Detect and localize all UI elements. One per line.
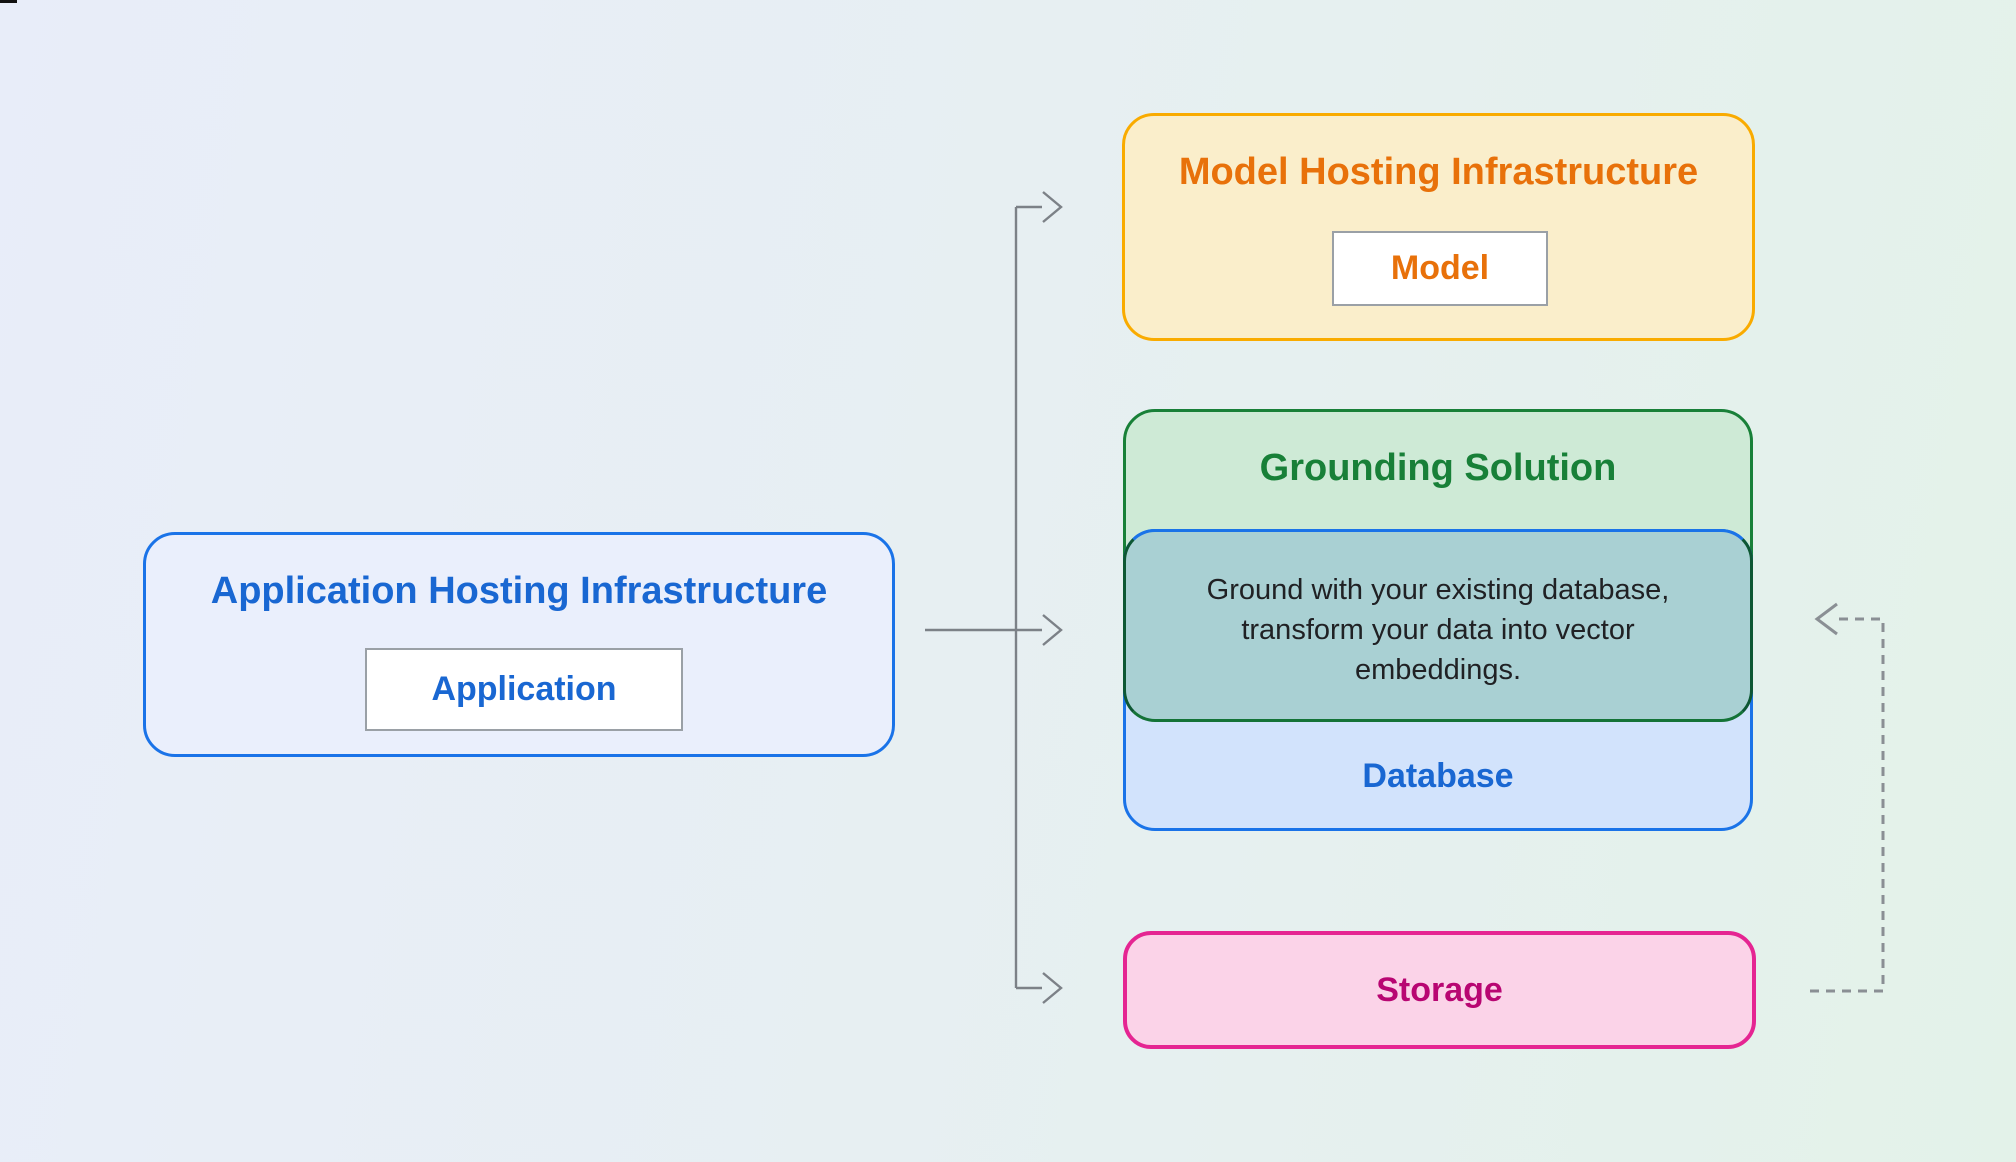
grounding-description-line: Ground with your existing database, (1206, 573, 1670, 606)
grounding-description-line: transform your data into vector (1241, 613, 1635, 646)
arrowhead-to-storage (1042, 972, 1063, 1004)
grounding-description: Ground with your existing database, tran… (1207, 570, 1670, 690)
database-box: Ground with your existing database, tran… (1123, 529, 1753, 831)
storage-box: Storage (1123, 931, 1756, 1049)
model-chip-label: Model (1390, 249, 1490, 287)
grounding-description-line: embeddings. (1354, 653, 1522, 686)
database-label: Database (1362, 757, 1514, 795)
application-chip-label: Application (431, 670, 617, 708)
arrowhead-to-model (1042, 191, 1063, 223)
application-hosting-title: Application Hosting Infrastructure (210, 570, 828, 612)
dashed-storage-to-database-path (1810, 617, 1885, 993)
arrowhead-to-grounding (1042, 614, 1063, 646)
model-chip: Model (1332, 231, 1548, 306)
application-hosting-box: Application Hosting Infrastructure Appli… (143, 532, 895, 757)
storage-label: Storage (1376, 970, 1503, 1009)
dashed-arrowhead-left (1814, 602, 1838, 636)
application-chip: Application (365, 648, 683, 731)
screenshot-artifact-mark (0, 0, 17, 3)
model-hosting-box: Model Hosting Infrastructure Model (1122, 113, 1755, 341)
grounding-overlap-panel: Ground with your existing database, tran… (1123, 529, 1753, 722)
grounding-solution-title: Grounding Solution (1259, 447, 1617, 489)
model-hosting-title: Model Hosting Infrastructure (1178, 151, 1699, 193)
